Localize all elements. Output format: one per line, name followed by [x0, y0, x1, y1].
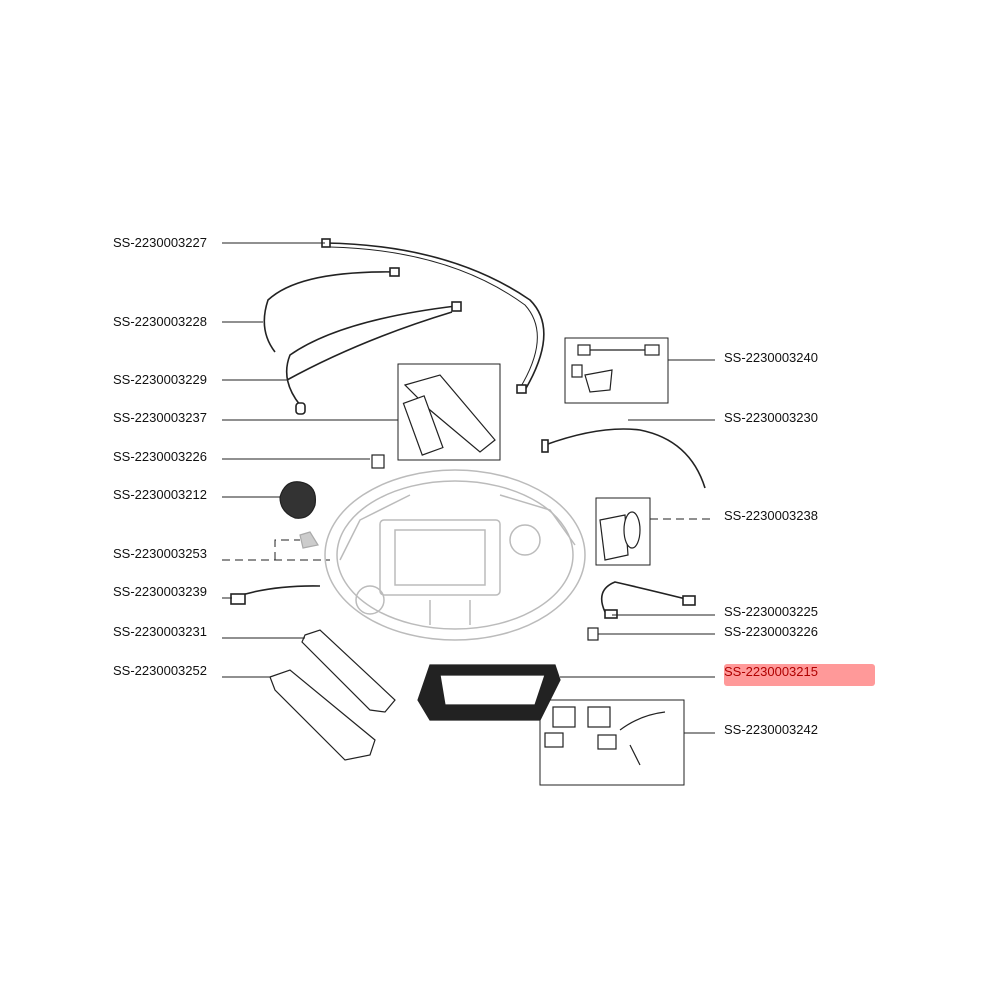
part-label[interactable]: SS-2230003230	[724, 410, 818, 425]
part-label[interactable]: SS-2230003228	[113, 314, 207, 329]
cable-parts	[230, 238, 706, 619]
part-label[interactable]: SS-2230003231	[113, 624, 207, 639]
cable-3225	[600, 581, 691, 613]
cable-3227	[324, 242, 545, 391]
cable-3229	[285, 305, 457, 406]
part-label[interactable]: SS-2230003229	[113, 372, 207, 387]
part-label[interactable]: SS-2230003252	[113, 663, 207, 678]
box-3237	[397, 363, 501, 461]
robot-base-chassis	[324, 469, 586, 641]
leader-lines	[222, 242, 715, 734]
part-label[interactable]: SS-2230003226	[113, 449, 207, 464]
part-label-selected[interactable]: SS-2230003215	[724, 664, 818, 679]
brush-housing-3231	[301, 629, 396, 713]
box-3240	[564, 337, 669, 404]
cable-3230	[544, 428, 706, 489]
selected-part-highlight	[724, 664, 875, 686]
box-3238	[595, 497, 651, 566]
part-label[interactable]: SS-2230003242	[724, 722, 818, 737]
part-label[interactable]: SS-2230003226	[724, 624, 818, 639]
part-label[interactable]: SS-2230003237	[113, 410, 207, 425]
part-label[interactable]: SS-2230003227	[113, 235, 207, 250]
wheel-3212	[279, 481, 317, 519]
cable-3228	[263, 271, 399, 353]
part-label[interactable]: SS-2230003253	[113, 546, 207, 561]
part-label[interactable]: SS-2230003238	[724, 508, 818, 523]
part-label[interactable]: SS-2230003240	[724, 350, 818, 365]
box-3242	[539, 699, 685, 786]
part-label[interactable]: SS-2230003239	[113, 584, 207, 599]
part-label[interactable]: SS-2230003212	[113, 487, 207, 502]
part-label[interactable]: SS-2230003225	[724, 604, 818, 619]
cover-3252	[269, 669, 376, 761]
